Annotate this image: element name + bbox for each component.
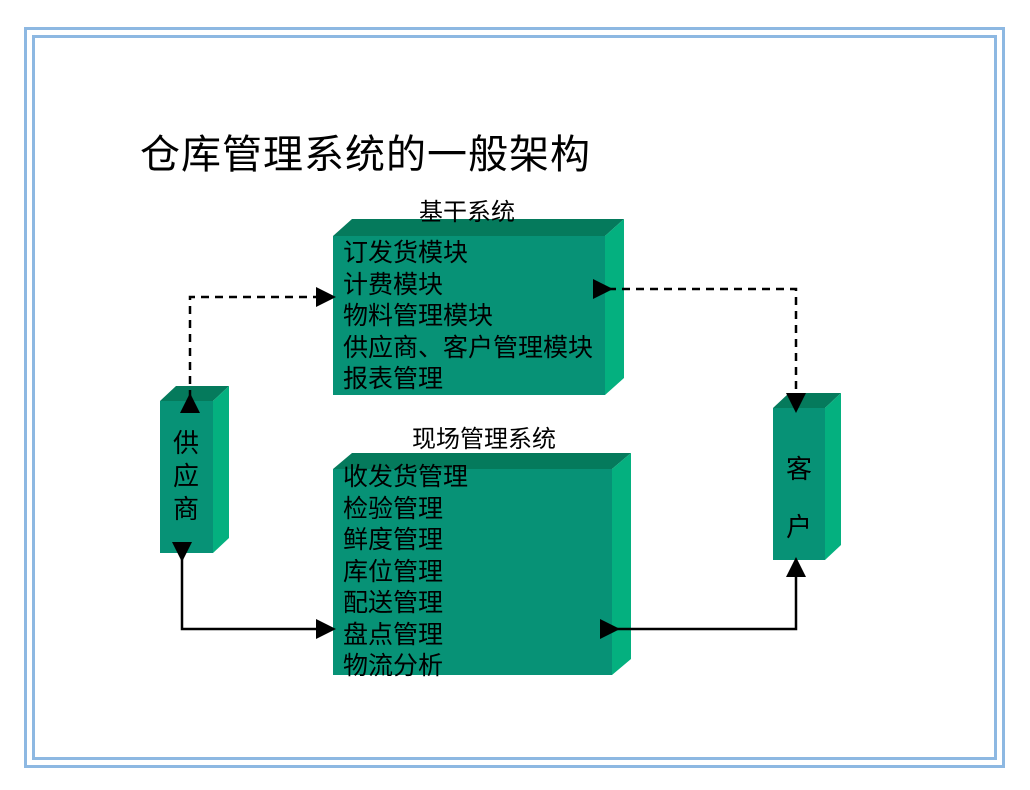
supplier-label: 供 应 商: [161, 428, 211, 527]
core-system-module-list: 订发货模块 计费模块 物料管理模块 供应商、客户管理模块 报表管理: [343, 237, 593, 395]
slide-frame-outer: [24, 27, 1005, 768]
site-module-item: 鲜度管理: [343, 525, 444, 554]
core-module-item: 计费模块: [343, 269, 444, 299]
supplier-box: [160, 386, 229, 553]
site-module-item: 盘点管理: [343, 619, 444, 649]
supplier-core-dashed-link: [180, 287, 336, 413]
site-module-item: 配送管理: [343, 588, 444, 617]
supplier-label-char: 应: [172, 462, 199, 492]
customer-label: 客 户: [774, 441, 824, 557]
site-system-label: 现场管理系统: [412, 425, 556, 453]
core-module-item: 供应商、客户管理模块: [343, 332, 594, 362]
core-module-item: 报表管理: [343, 364, 444, 393]
supplier-site-solid-link: [172, 542, 336, 639]
core-customer-dashed-link: [593, 279, 806, 413]
customer-label-char: 户: [785, 513, 812, 543]
customer-box: [773, 393, 841, 560]
slide-title: 仓库管理系统的一般架构: [140, 132, 591, 178]
core-module-item: 物料管理模块: [343, 301, 494, 330]
site-module-item: 检验管理: [343, 493, 444, 523]
supplier-label-char: 商: [172, 495, 199, 525]
site-module-item: 库位管理: [343, 556, 444, 586]
customer-label-char: 客: [785, 455, 812, 485]
site-customer-solid-link: [600, 557, 806, 639]
site-module-item: 物流分析: [343, 651, 444, 680]
supplier-label-char: 供: [172, 429, 199, 459]
slide-frame-inner: [32, 35, 997, 760]
core-system-box: [333, 219, 624, 395]
site-module-item: 收发货管理: [343, 462, 469, 491]
core-system-label: 基干系统: [419, 198, 515, 226]
core-module-item: 订发货模块: [343, 238, 469, 267]
site-system-module-list: 收发货管理 检验管理 鲜度管理 库位管理 配送管理 盘点管理 物流分析: [343, 461, 468, 682]
